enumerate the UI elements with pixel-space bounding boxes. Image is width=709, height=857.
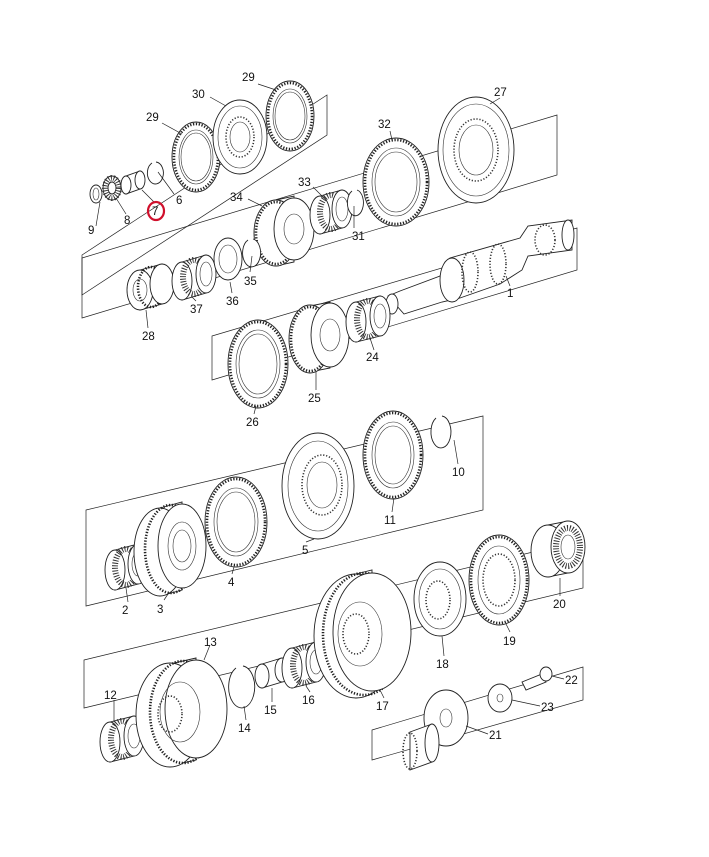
part-20-ball-bearing xyxy=(530,520,586,578)
callout-31: 31 xyxy=(352,231,365,243)
callout-29-right: 29 xyxy=(242,72,255,84)
callout-13: 13 xyxy=(204,637,217,649)
callout-12: 12 xyxy=(104,690,117,702)
part-7-sleeve xyxy=(120,170,146,195)
callout-21: 21 xyxy=(489,730,502,742)
callout-14: 14 xyxy=(238,723,251,735)
part-22-bolt xyxy=(521,666,553,691)
part-3-gear xyxy=(133,501,207,597)
callout-16: 16 xyxy=(302,695,315,707)
callout-29-left: 29 xyxy=(146,112,159,124)
part-29-synchro-ring-right xyxy=(265,80,315,152)
part-33-needle-bearing xyxy=(309,189,353,235)
part-21-flange xyxy=(402,689,469,771)
callout-22: 22 xyxy=(565,675,578,687)
part-5-synchro-hub xyxy=(281,432,355,540)
callout-20: 20 xyxy=(553,599,566,611)
part-37-needle-bearing xyxy=(171,254,217,301)
callout-15: 15 xyxy=(264,705,277,717)
callout-6: 6 xyxy=(176,195,182,207)
highlight-ring xyxy=(146,200,166,222)
callout-27: 27 xyxy=(494,87,507,99)
part-9-snap-ring xyxy=(89,184,103,204)
callout-32: 32 xyxy=(378,119,391,131)
callout-4: 4 xyxy=(228,577,235,589)
part-4-synchro-ring xyxy=(204,476,268,568)
callout-34: 34 xyxy=(230,192,243,204)
part-25-helical-gear xyxy=(288,301,350,374)
part-31-circlip xyxy=(346,189,364,217)
callout-28: 28 xyxy=(142,331,155,343)
part-26-synchro-ring xyxy=(227,319,289,409)
part-14-circlip xyxy=(228,665,256,709)
callout-11: 11 xyxy=(384,515,396,527)
callout-7: 7 xyxy=(152,206,158,218)
callout-24: 24 xyxy=(366,352,379,364)
part-1-mainshaft xyxy=(385,219,575,315)
callout-8: 8 xyxy=(124,215,130,227)
part-23-washer xyxy=(487,683,513,713)
callout-37: 37 xyxy=(190,304,203,316)
part-10-circlip xyxy=(430,415,452,449)
callout-26: 26 xyxy=(246,417,259,429)
callout-33: 33 xyxy=(298,177,311,189)
callout-36: 36 xyxy=(226,296,239,308)
callout-5: 5 xyxy=(302,545,308,557)
leader-lines xyxy=(95,83,565,735)
part-18-synchro-sleeve xyxy=(413,561,467,637)
callout-35: 35 xyxy=(244,276,257,288)
callout-1: 1 xyxy=(507,288,513,300)
part-19-synchro-ring xyxy=(468,534,530,626)
callout-18: 18 xyxy=(436,659,449,671)
part-6-circlip xyxy=(146,161,164,185)
callout-19: 19 xyxy=(503,636,516,648)
part-8-bearing xyxy=(102,175,122,201)
part-30-synchro-hub xyxy=(212,99,268,175)
part-35-circlip xyxy=(242,238,262,268)
callout-17: 17 xyxy=(376,701,389,713)
callout-labels: 9 8 6 29 30 29 32 27 34 33 31 35 36 37 2… xyxy=(88,72,578,742)
callout-3: 3 xyxy=(157,604,163,616)
part-17-large-gear xyxy=(313,569,412,699)
callout-30: 30 xyxy=(192,89,205,101)
part-11-synchro-ring xyxy=(362,410,424,500)
callout-25: 25 xyxy=(308,393,321,405)
callout-7-highlighted[interactable]: 7 xyxy=(146,200,166,222)
part-36-thrust-washer xyxy=(213,237,243,281)
part-28-gear xyxy=(126,263,175,311)
part-34-helical-gear xyxy=(253,195,315,267)
part-13-gear xyxy=(135,657,228,768)
callout-9: 9 xyxy=(88,225,94,237)
part-27-sliding-sleeve xyxy=(437,96,515,204)
callout-2: 2 xyxy=(122,605,128,617)
part-24-needle-bearing xyxy=(345,295,391,343)
part-32-synchro-ring xyxy=(362,137,430,227)
callout-23: 23 xyxy=(541,702,554,714)
callout-10: 10 xyxy=(452,467,465,479)
